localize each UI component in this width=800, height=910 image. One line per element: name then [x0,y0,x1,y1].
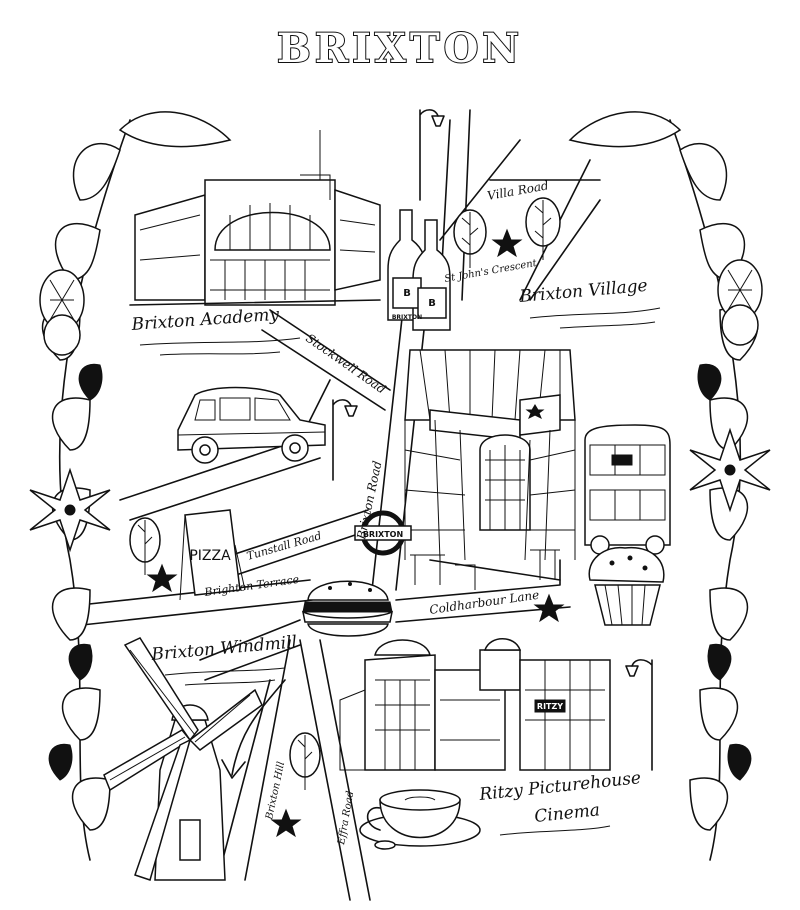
label-ritzy-line2: Cinema [533,800,600,827]
road-tunstall-road [231,509,371,576]
brixton-beer-bottles: B B BRIXTON [387,209,451,331]
pizza-a-board-sign: PIZZA [179,509,246,601]
bottle-brand-label: BRIXTON [392,314,422,321]
bottle-letter-1: B [403,288,411,299]
tree-villa-road-1 [453,209,487,268]
left-flower [29,467,111,553]
double-decker-bus [584,424,671,555]
road-brixton-hill [219,639,291,881]
direction-arrow [221,679,286,779]
right-leaf-border [568,111,771,861]
tree-brixton-hill [289,732,321,790]
street-lamp-taxi [332,399,358,481]
label-stockwell-road: Stockwell Road [303,331,388,397]
label-ritzy-line1: Ritzy Picturehouse [477,768,642,805]
star-flower-tunstall [146,563,178,593]
left-dark-leaves [48,363,103,781]
right-flower [689,427,771,513]
brixton-windmill [103,637,263,881]
brixton-tube-roundel: BRIXTON [354,510,412,556]
star-flower-villa [491,228,523,258]
right-dark-leaves [697,363,752,781]
label-brixton-windmill: Brixton Windmill [150,632,298,665]
ritzy-picturehouse-building: RITZY [339,638,611,771]
left-leaf-border [29,111,232,861]
pizza-sign-text: PIZZA [189,548,231,564]
label-effra-road: Effra Road [336,790,356,846]
brixton-village-arcade [404,349,576,590]
bottle-letter-2: B [428,298,436,309]
tree-tunstall [129,517,161,575]
right-butterfly [717,259,763,346]
label-st-johns-crescent: St John's Crescent [444,258,539,285]
coffee-cup [359,789,481,850]
road-stockwell-road [261,309,391,411]
left-butterfly [39,269,85,356]
label-brixton-hill: Brixton Hill [264,761,287,822]
label-brixton-academy: Brixton Academy [130,305,280,335]
flourish-academy [139,337,301,356]
tree-villa-road-2 [525,197,561,260]
road-windmill-link [199,619,301,681]
cupcake [588,546,665,626]
flourish-ritzy [499,825,611,836]
star-flower-brixton-hill [270,808,302,838]
street-lamp-ritzy [625,659,653,771]
flourish-village [529,307,661,329]
road-network [79,109,601,901]
burger [301,580,394,637]
star-flower-coldharbour [533,593,565,623]
brixton-academy-building [129,130,381,306]
map-title: BRIXTON [277,25,523,72]
black-cab-taxi [177,386,326,464]
flourish-windmill [164,667,286,686]
roundel-label: BRIXTON [363,530,403,539]
ritzy-building-sign: RITZY [537,702,563,711]
label-brixton-village: Brixton Village [518,276,649,307]
street-lamp-north [419,109,445,201]
